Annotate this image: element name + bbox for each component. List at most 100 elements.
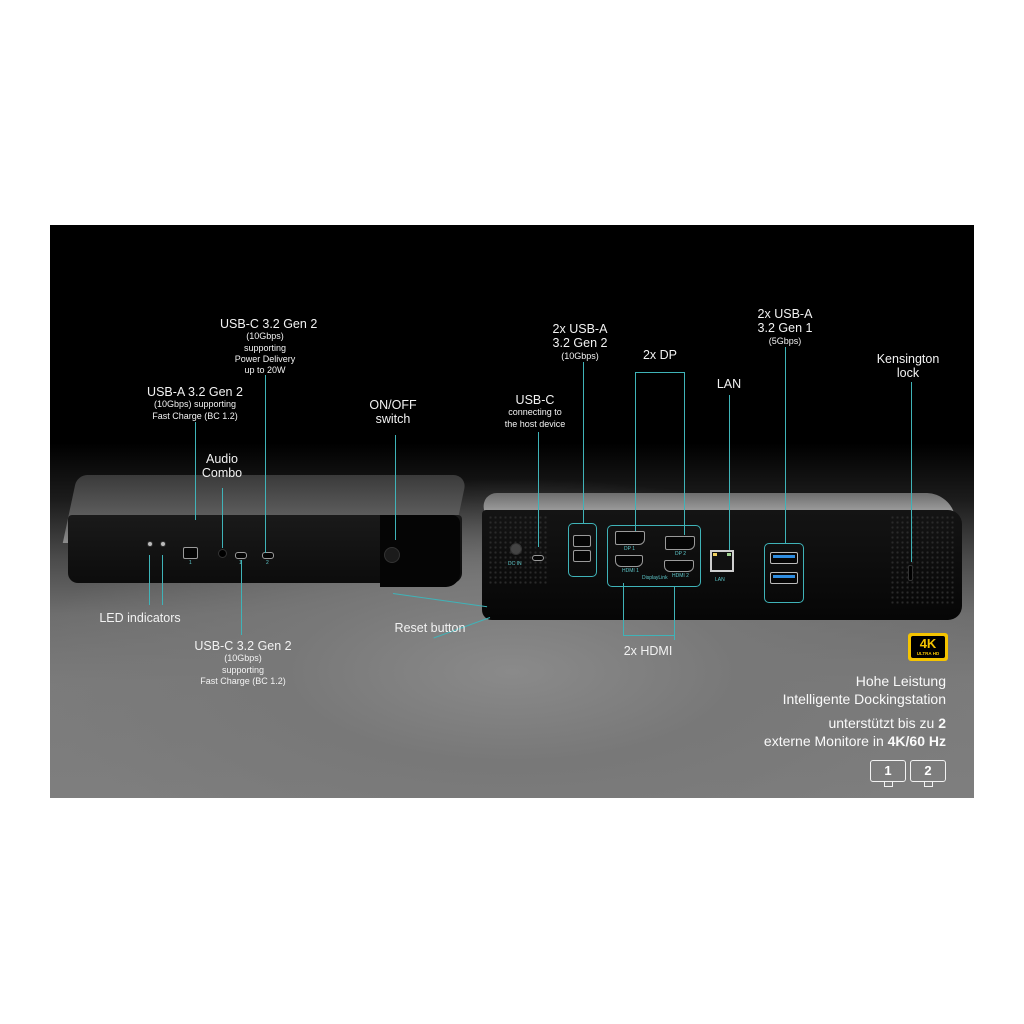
label-usbc-pd-title: USB-C 3.2 Gen 2 (220, 317, 318, 331)
dp-port-1 (615, 531, 645, 545)
hdmi1-label: HDMI 1 (622, 568, 639, 574)
label-usbc-host-line-2: the host device (504, 418, 566, 429)
label-usba-gen1: 2x USB-A 3.2 Gen 1 (5Gbps) (750, 307, 820, 347)
label-reset-title: Reset button (394, 621, 466, 635)
label-lan-title: LAN (716, 377, 742, 391)
label-usbc-host: USB-C connecting to the host device (495, 393, 575, 430)
lan-port (710, 550, 734, 572)
callout-line-usba-gen2 (583, 362, 584, 524)
callout-line-usbc-pd (265, 375, 266, 553)
label-usba-gen2-line-3: (10Gbps) (561, 350, 599, 361)
callout-line-usba-fast (195, 422, 196, 520)
label-usbc-pd-line-2: supporting (243, 342, 287, 353)
callout-line-usba-gen1 (785, 347, 786, 543)
usb-a-gen2-port-1 (573, 535, 591, 547)
promo-heading: Hohe Leistung Intelligente Dockingstatio… (783, 672, 946, 708)
dc-in-label: DC IN (508, 561, 522, 567)
dp2-label: DP 2 (675, 551, 687, 557)
label-usba-gen1-line-1: 2x USB-A (757, 307, 813, 321)
callout-line-led-1 (149, 555, 150, 605)
port-number-1a: 1 (189, 560, 192, 566)
callout-line-hdmi-1 (623, 583, 624, 635)
label-hdmi-title: 2x HDMI (623, 644, 673, 658)
callout-line-hdmi-bottom (623, 635, 674, 636)
usb-a-gen2-port-2 (573, 550, 591, 562)
callout-line-usbc-fast (241, 560, 242, 635)
label-audio-line-1: Audio (206, 452, 238, 466)
usb-c-port-front-1 (235, 552, 247, 559)
label-reset-button: Reset button (385, 621, 475, 635)
audio-jack (218, 549, 227, 558)
label-led-indicators: LED indicators (95, 611, 185, 625)
usb-a-gen1-port-2 (770, 572, 798, 584)
usb-a-port-front (183, 547, 198, 559)
hdmi2-label: HDMI 2 (672, 573, 689, 579)
usb-a-gen2-group (568, 523, 597, 577)
monitor-2-icon: 2 (910, 760, 946, 787)
dp1-label: DP 1 (624, 546, 636, 552)
label-lan: LAN (709, 377, 749, 391)
callout-line-usbc-host (538, 432, 539, 547)
port-number-2c: 2 (266, 560, 269, 566)
usb-a-gen1-group (764, 543, 804, 603)
label-onoff-switch: ON/OFF switch (363, 398, 423, 427)
label-usba-gen2-line-1: 2x USB-A (552, 322, 608, 336)
callout-line-dp-top (635, 372, 685, 373)
product-image: 1 1 2 DC IN DP 1 DP 2 HDMI 1 DisplayLink… (50, 225, 974, 798)
displaylink-label: DisplayLink (642, 575, 668, 581)
port-number-1c: 1 (239, 560, 242, 566)
label-usba-gen2: 2x USB-A 3.2 Gen 2 (10Gbps) (545, 322, 615, 362)
led-power-icon (147, 541, 153, 547)
4k-ultra-hd-badge: 4K ULTRA HD (908, 633, 948, 661)
lan-port-label: LAN (715, 577, 725, 583)
label-usbc-host-line-1: connecting to (508, 407, 562, 418)
label-usba-gen1-line-2: 3.2 Gen 1 (757, 321, 813, 336)
promo-line-1: Hohe Leistung (855, 673, 946, 689)
label-usbc-fast-charge: USB-C 3.2 Gen 2 (10Gbps) supporting Fast… (193, 639, 293, 687)
promo-line-4: externe Monitore in 4K/60 Hz (763, 733, 946, 749)
label-usbc-fast-line-1: (10Gbps) (224, 653, 262, 664)
label-2x-dp: 2x DP (635, 348, 685, 362)
hdmi-port-1 (615, 555, 643, 567)
usb-a-gen1-port-1 (770, 552, 798, 564)
promo-monitors: unterstützt bis zu 2 externe Monitore in… (764, 714, 946, 750)
label-usbc-fast-title: USB-C 3.2 Gen 2 (194, 639, 292, 653)
callout-line-audio (222, 488, 223, 548)
label-usbc-pd-line-4: up to 20W (244, 365, 286, 376)
badge-ultra-hd-text: ULTRA HD (916, 651, 940, 656)
power-button (384, 547, 400, 563)
callout-line-dp-2 (684, 373, 685, 535)
callout-line-kensington (911, 382, 912, 562)
callout-line-lan (729, 395, 730, 550)
label-usbc-pd-line-1: (10Gbps) (246, 331, 284, 342)
monitor-1-icon: 1 (870, 760, 906, 787)
label-usba-gen2-line-2: 3.2 Gen 2 (552, 336, 608, 351)
label-usba-gen1-line-3: (5Gbps) (768, 335, 802, 346)
label-kensington-lock: Kensington lock (868, 352, 948, 381)
usb-c-host-port (532, 555, 544, 561)
dc-in-port (510, 543, 522, 555)
label-onoff-line-1: ON/OFF (369, 398, 417, 412)
label-usbc-fast-line-2: supporting (221, 664, 265, 675)
label-kensington-line-1: Kensington (876, 352, 940, 366)
promo-line-3: unterstützt bis zu 2 (828, 715, 946, 731)
dp-port-2 (665, 536, 695, 550)
callout-line-onoff (395, 435, 396, 540)
label-audio-line-2: Combo (201, 466, 243, 481)
callout-line-reset (392, 593, 488, 608)
label-usbc-host-title: USB-C (515, 393, 555, 407)
display-ports-group (607, 525, 701, 587)
usb-c-port-front-2 (262, 552, 274, 559)
label-dp-title: 2x DP (642, 348, 678, 362)
vent-grille-right (890, 515, 955, 605)
callout-line-dp-1 (635, 373, 636, 531)
kensington-lock-slot (908, 565, 913, 581)
callout-line-led-2 (162, 555, 163, 605)
label-led-title: LED indicators (99, 611, 181, 625)
label-kensington-line-2: lock (896, 366, 920, 381)
hdmi-port-2 (664, 560, 694, 572)
label-2x-hdmi: 2x HDMI (613, 644, 683, 658)
callout-line-hdmi-2 (674, 587, 675, 640)
label-usbc-pd-line-3: Power Delivery (234, 353, 296, 364)
label-usba-fast-charge: USB-A 3.2 Gen 2 (10Gbps) supporting Fast… (145, 385, 245, 422)
